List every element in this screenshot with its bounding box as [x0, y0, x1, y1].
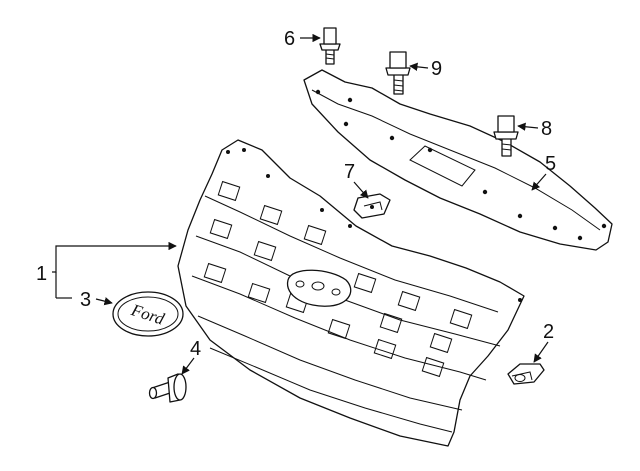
callout-2: 2	[543, 321, 554, 343]
upper-cover-part	[303, 69, 613, 251]
callout-1: 1	[36, 263, 47, 285]
callout-4: 4	[190, 338, 201, 360]
callout-8: 8	[541, 118, 552, 140]
callout-3: 3	[80, 289, 91, 311]
callout-9: 9	[431, 58, 442, 80]
bolt-part-8	[493, 115, 519, 157]
clip-part-7	[353, 193, 391, 219]
callout-6: 6	[284, 28, 295, 50]
clip-part-2	[507, 363, 545, 385]
bolt-part-6	[319, 27, 341, 65]
ford-emblem-part: Ford	[112, 291, 184, 337]
callout-7: 7	[344, 161, 355, 183]
bolt-part-9	[385, 51, 411, 95]
leader-lines	[52, 33, 549, 375]
callout-5: 5	[545, 153, 556, 175]
retainer-pin-part	[148, 373, 187, 403]
grille-part	[177, 139, 525, 447]
